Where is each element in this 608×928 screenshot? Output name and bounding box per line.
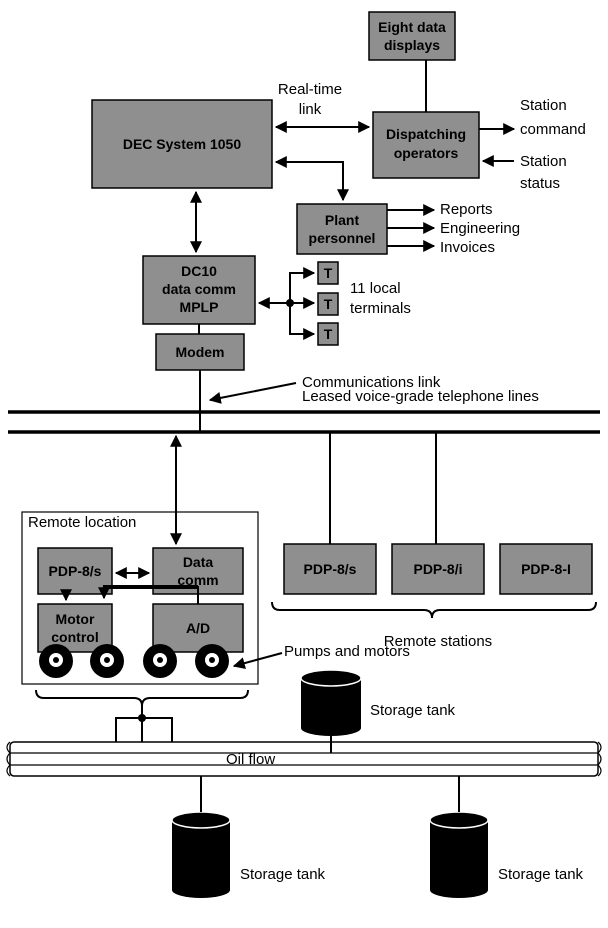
terminal-2: T — [317, 292, 339, 316]
station-label: Station — [520, 97, 567, 114]
dc10-line2: data comm — [162, 281, 236, 297]
dc10-box: DC10 data comm MPLP — [142, 255, 256, 325]
dispatching-operators-box: Dispatching operators — [372, 111, 480, 179]
modem-box: Modem — [155, 333, 245, 371]
pdp8s-remote-label: PDP-8/s — [49, 563, 102, 579]
pumps-motors-label: Pumps and motors — [284, 643, 410, 660]
ad-pdp-arrow — [98, 587, 199, 604]
dec-system-box: DEC System 1050 — [91, 99, 273, 189]
station-command-label: command — [520, 121, 586, 138]
ad-label: A/D — [186, 620, 210, 636]
pdp8s-remote-box: PDP-8/s — [37, 547, 113, 595]
oil-flow-label: Oil flow — [226, 751, 275, 768]
oil-pipeline — [6, 741, 602, 777]
plant-personnel-line1: Plant — [325, 212, 360, 228]
dc10-line3: MPLP — [180, 299, 219, 315]
pdp8s-station-label: PDP-8/s — [304, 561, 357, 577]
dc10-line1: DC10 — [181, 263, 217, 279]
pdp8i-station-box: PDP-8/i — [391, 543, 485, 595]
motor-control-box: Motor control — [37, 603, 113, 653]
terminal-1: T — [317, 261, 339, 285]
eight-data-displays-line1: Eight data — [378, 19, 446, 35]
pump-3-icon — [143, 644, 177, 678]
terminal-3-arrow — [289, 303, 316, 340]
leased-lines-label: Leased voice-grade telephone lines — [302, 388, 539, 405]
storage-tank-top-label: Storage tank — [370, 702, 456, 719]
pump-2-icon — [90, 644, 124, 678]
storage-tank-right-label: Storage tank — [498, 866, 584, 883]
plant-personnel-box: Plant personnel — [296, 203, 388, 255]
terminal-2-label: T — [324, 296, 333, 312]
comm-link-pointer — [208, 382, 297, 404]
storage-tank-left-icon — [171, 811, 231, 898]
engineering-label: Engineering — [440, 220, 520, 237]
dispatching-operators-line1: Dispatching — [386, 126, 466, 142]
plant-personnel-line2: personnel — [309, 230, 376, 246]
local-terminals-line1: 11 local — [350, 280, 401, 297]
data-comm-line1: Data — [183, 554, 214, 570]
station-status-line1: Station — [520, 153, 567, 170]
invoices-label: Invoices — [440, 239, 495, 256]
pdp8-i-station-label: PDP-8-I — [521, 561, 571, 577]
remote-stations-label: Remote stations — [384, 633, 492, 650]
pdp8i-station-label: PDP-8/i — [413, 561, 462, 577]
pump-1-icon — [39, 644, 73, 678]
pdp8-i-station-box: PDP-8-I — [499, 543, 593, 595]
remote-location-frame — [21, 511, 259, 685]
dispatching-operators-line2: operators — [394, 145, 459, 161]
reports-label: Reports — [440, 201, 493, 218]
motor-control-line2: control — [51, 629, 98, 645]
remote-location-brace — [35, 689, 249, 707]
terminal-3-label: T — [324, 326, 333, 342]
storage-tank-top-icon — [300, 669, 362, 736]
terminal-3: T — [317, 322, 339, 346]
storage-tank-left-label: Storage tank — [240, 866, 326, 883]
dec-system-label: DEC System 1050 — [123, 136, 242, 152]
remote-stations-brace — [271, 601, 597, 619]
dec-plant-arrow — [274, 156, 349, 202]
eight-data-displays-box: Eight data displays — [368, 11, 456, 61]
pdp8s-station-box: PDP-8/s — [283, 543, 377, 595]
pumps-pointer — [232, 652, 283, 669]
station-status-line2: status — [520, 175, 560, 192]
comm-link-label: Communications link — [302, 374, 441, 391]
ad-box: A/D — [152, 603, 244, 653]
pump-4-icon — [195, 644, 229, 678]
modem-label: Modem — [176, 344, 225, 360]
eight-data-displays-line2: displays — [384, 37, 440, 53]
motor-control-line1: Motor — [56, 611, 95, 627]
remote-location-label: Remote location — [28, 514, 136, 531]
data-comm-line2: comm — [177, 572, 218, 588]
terminal-1-arrow — [289, 267, 316, 303]
terminal-1-label: T — [324, 265, 333, 281]
local-terminals-line2: terminals — [350, 300, 411, 317]
storage-tank-right-icon — [429, 811, 489, 898]
realtime-label-line1: Real-time — [278, 81, 342, 98]
realtime-label-line2: link — [299, 101, 322, 118]
